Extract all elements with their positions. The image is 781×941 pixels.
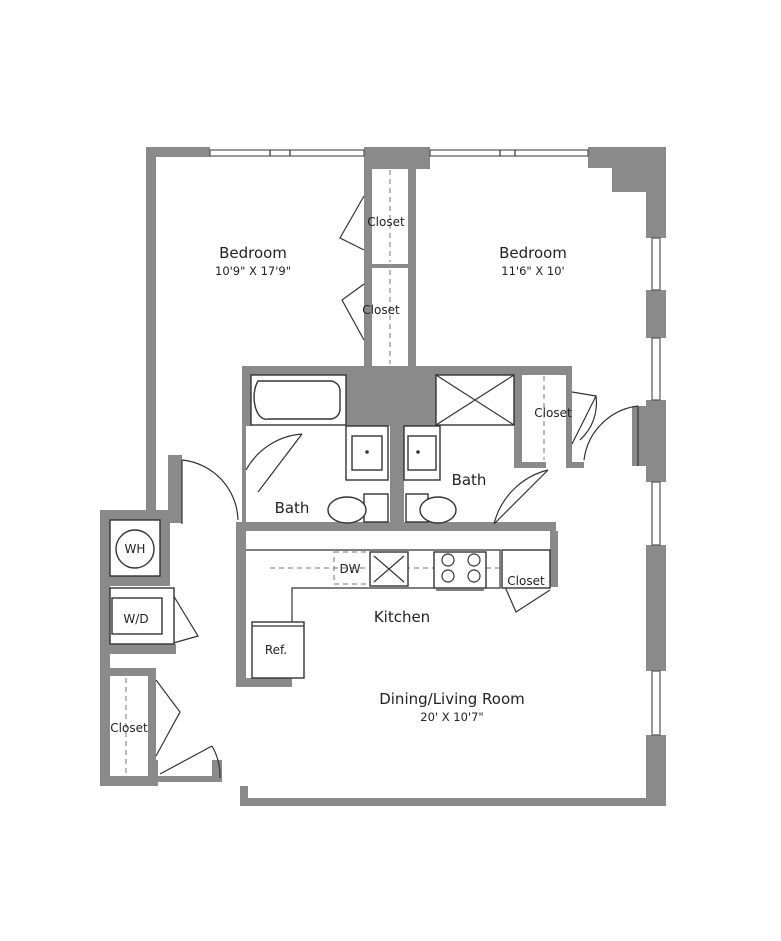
bath-left-label: Bath <box>275 499 310 517</box>
living-room-name: Dining/Living Room <box>379 690 525 708</box>
living-room-dims: 20' X 10'7" <box>420 710 483 724</box>
closet-shelves <box>125 170 545 774</box>
bedroom-right-name: Bedroom <box>499 244 567 262</box>
dishwasher-label: DW <box>339 562 360 576</box>
interior-walls <box>110 169 646 776</box>
closet-bath-label: Closet <box>534 406 572 420</box>
closet-entry-label: Closet <box>110 721 148 735</box>
refrigerator-label: Ref. <box>265 643 287 657</box>
labels: Bedroom 10'9" X 17'9" Bedroom 11'6" X 10… <box>110 215 572 735</box>
bedroom-left-name: Bedroom <box>219 244 287 262</box>
washer-dryer-label: W/D <box>123 612 148 626</box>
bath-right-label: Bath <box>452 471 487 489</box>
closet-kitchen-label: Closet <box>507 574 545 588</box>
bedroom-right-dims: 11'6" X 10' <box>501 264 564 278</box>
bath-fixtures <box>250 374 515 524</box>
windows <box>209 149 661 736</box>
bedroom-left-dims: 10'9" X 17'9" <box>215 264 291 278</box>
closet-bedroom-upper-label: Closet <box>367 215 405 229</box>
kitchen-label: Kitchen <box>374 608 430 626</box>
doors <box>155 195 639 779</box>
closet-bedroom-lower-label: Closet <box>362 303 400 317</box>
service-fixtures <box>109 519 175 645</box>
exterior-walls <box>100 147 666 806</box>
kitchen-fixtures <box>246 549 551 679</box>
water-heater-label: WH <box>125 542 146 556</box>
